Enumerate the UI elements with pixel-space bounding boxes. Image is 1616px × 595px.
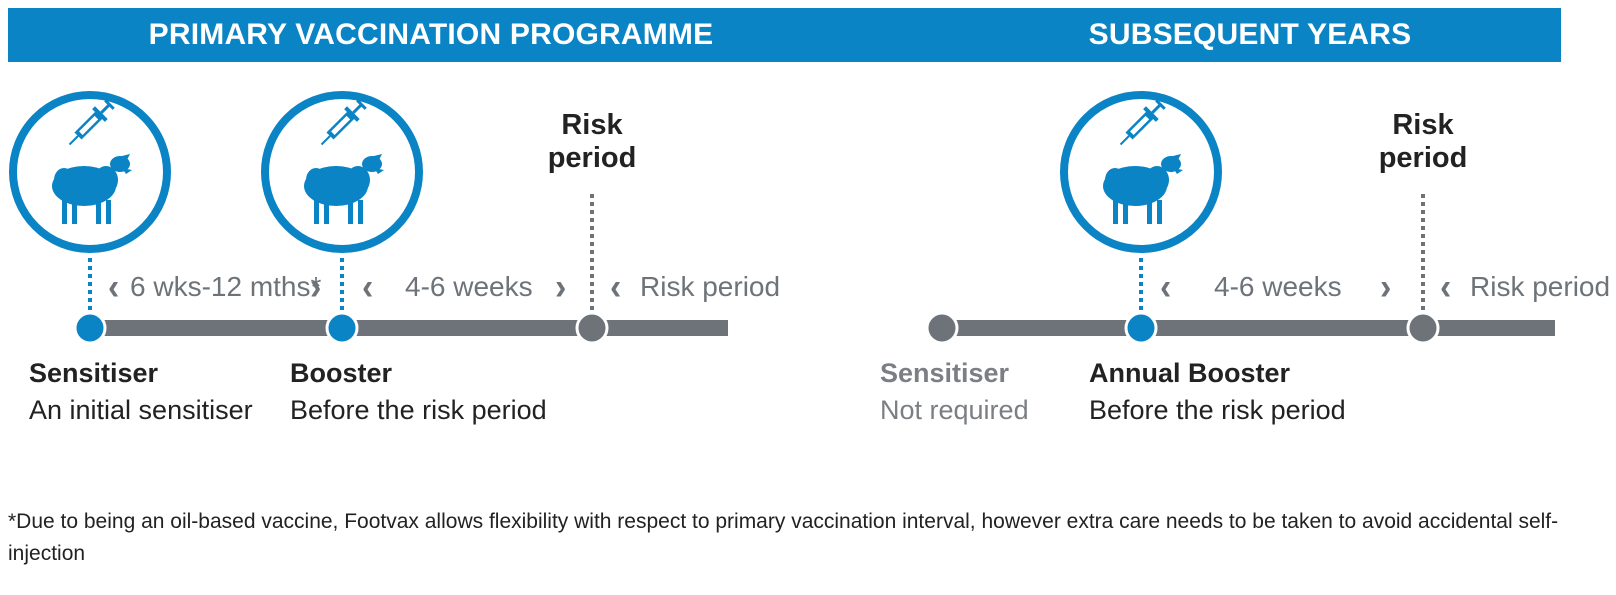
primary-risk-label-line2: period — [547, 142, 637, 174]
subsequent-booster-node — [1124, 311, 1158, 345]
subsequent-annual-booster-title: Annual Booster — [1089, 358, 1291, 388]
header-primary-title: PRIMARY VACCINATION PROGRAMME — [148, 18, 714, 51]
subsequent-risk-label-line1: Risk — [1392, 109, 1454, 141]
primary-booster-vaccine-icon — [261, 91, 423, 253]
primary-booster-desc: Before the risk period — [290, 395, 547, 425]
subsequent-risk-label-line2: period — [1378, 142, 1468, 174]
footnote: *Due to being an oil-based vaccine, Foot… — [8, 510, 1559, 565]
subsequent-sensitiser-desc: Not required — [880, 395, 1029, 425]
chevron-right-icon: › — [555, 266, 567, 308]
subsequent-risk-label: Risk period — [1353, 109, 1493, 175]
subsequent-sensitiser-node — [925, 311, 959, 345]
primary-sensitiser-desc: An initial sensitiser — [29, 395, 253, 425]
primary-booster-title: Booster — [290, 358, 393, 388]
chevron-right-icon: › — [1380, 266, 1392, 308]
primary-risk-label-line1: Risk — [561, 109, 623, 141]
chevron-right-icon: › — [310, 266, 322, 308]
chevron-left-icon: ‹ — [108, 266, 120, 308]
header-bar — [8, 8, 1561, 62]
primary-interval-3: Risk period — [640, 271, 781, 302]
subsequent-annual-booster-desc: Before the risk period — [1089, 395, 1346, 425]
subsequent-booster-vaccine-icon — [1060, 91, 1222, 253]
chevron-left-icon: ‹ — [362, 266, 374, 308]
subsequent-interval-1: 4-6 weeks — [1214, 271, 1342, 302]
chevron-left-icon: ‹ — [1440, 266, 1452, 308]
subsequent-sensitiser-title: Sensitiser — [880, 358, 1010, 388]
primary-booster-node — [325, 311, 359, 345]
primary-sensitiser-title: Sensitiser — [29, 358, 159, 388]
primary-interval-1: 6 wks-12 mths* — [130, 271, 322, 302]
header-subsequent-title: SUBSEQUENT YEARS — [1088, 18, 1412, 51]
primary-sensitiser-node — [73, 311, 107, 345]
primary-interval-2: 4-6 weeks — [405, 271, 533, 302]
chevron-left-icon: ‹ — [1160, 266, 1172, 308]
chevron-left-icon: ‹ — [610, 266, 622, 308]
subsequent-risk-node — [1406, 311, 1440, 345]
subsequent-interval-2: Risk period — [1470, 271, 1611, 302]
primary-sensitiser-vaccine-icon — [9, 91, 171, 253]
primary-risk-label: Risk period — [522, 109, 662, 175]
primary-risk-node — [575, 311, 609, 345]
